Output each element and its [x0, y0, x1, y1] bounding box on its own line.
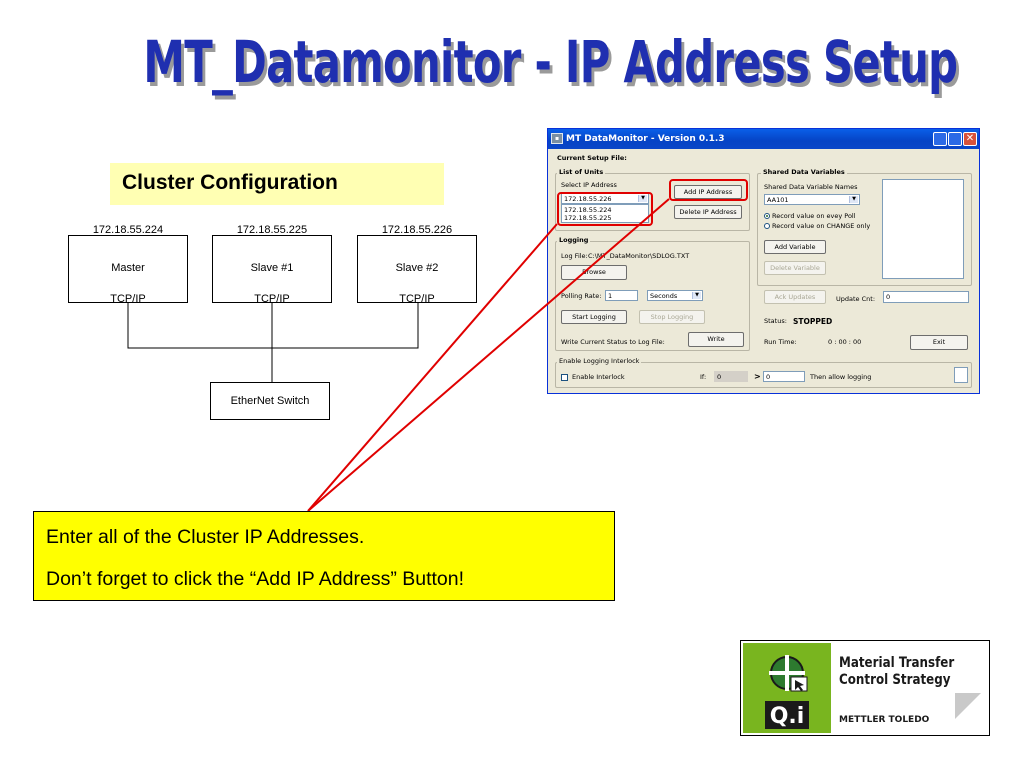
- logo-tagline: Material Transfer Control Strategy: [839, 655, 954, 689]
- unit-box-master: Master TCP/IP: [68, 235, 188, 305]
- unit-name: Master: [111, 262, 145, 274]
- write-status-label: Write Current Status to Log File:: [561, 338, 665, 346]
- polling-rate-input[interactable]: 1: [605, 290, 638, 301]
- list-of-units-legend: List of Units: [557, 168, 606, 176]
- enable-interlock-checkbox[interactable]: Enable Interlock: [561, 373, 625, 381]
- if-label: If:: [700, 373, 707, 381]
- polling-unit-value: Seconds: [650, 292, 678, 300]
- interlock-indicator: [954, 367, 968, 383]
- enable-interlock-label: Enable Interlock: [572, 373, 625, 381]
- stop-logging-button[interactable]: Stop Logging: [639, 310, 705, 324]
- list-of-units-group: [555, 173, 750, 231]
- status-value: STOPPED: [793, 317, 833, 326]
- add-variable-button[interactable]: Add Variable: [764, 240, 826, 254]
- shared-variable-list[interactable]: [882, 179, 964, 279]
- callout-line-1: Enter all of the Cluster IP Addresses.: [46, 526, 365, 548]
- checkbox-icon: [561, 373, 568, 381]
- polling-unit-select[interactable]: Seconds ▼: [647, 290, 703, 301]
- then-allow-logging-text: Then allow logging: [810, 373, 872, 381]
- ethernet-switch-box: EtherNet Switch: [210, 382, 330, 420]
- greater-than-symbol: >: [754, 372, 761, 381]
- dropdown-item[interactable]: 172.18.55.224: [564, 206, 612, 214]
- logo-mark: Q.i: [743, 643, 831, 733]
- unit-protocol: TCP/IP: [399, 293, 435, 305]
- shared-variable-names-label: Shared Data Variable Names: [764, 183, 858, 191]
- shared-variable-combo[interactable]: AA101 ▼: [764, 194, 860, 205]
- unit-ip-master: 172.18.55.224: [92, 224, 164, 236]
- unit-ip-slave-2: 172.18.55.226: [381, 224, 453, 236]
- unit-protocol: TCP/IP: [254, 293, 290, 305]
- unit-name: Slave #1: [250, 262, 294, 274]
- dropdown-item[interactable]: 172.18.55.225: [564, 214, 612, 222]
- current-setup-label: Current Setup File:: [557, 154, 627, 162]
- logo-line-2: Control Strategy: [839, 672, 951, 688]
- start-logging-button[interactable]: Start Logging: [561, 310, 627, 324]
- run-time-value: 0 : 00 : 00: [828, 338, 862, 346]
- delete-ip-address-button[interactable]: Delete IP Address: [674, 205, 742, 219]
- window-title: MT DataMonitor - Version 0.1.3: [566, 134, 725, 144]
- shared-variable-value: AA101: [767, 196, 789, 204]
- status-label: Status:: [764, 317, 787, 325]
- if-value-field: 0: [714, 371, 748, 382]
- update-count-field: 0: [883, 291, 969, 303]
- close-icon[interactable]: ✕: [963, 132, 977, 146]
- unit-ip-slave-1: 172.18.55.225: [236, 224, 308, 236]
- ip-address-combo-value: 172.18.55.226: [564, 195, 612, 203]
- exit-button[interactable]: Exit: [910, 335, 968, 350]
- slide-title: MT_Datamonitor - IP Address Setup: [143, 28, 958, 96]
- ack-updates-button[interactable]: Ack Updates: [764, 290, 826, 304]
- logo-brand: METTLER TOLEDO: [839, 715, 930, 725]
- logging-legend: Logging: [557, 236, 591, 244]
- add-ip-address-button[interactable]: Add IP Address: [674, 185, 742, 199]
- maximize-icon[interactable]: [948, 132, 962, 146]
- interlock-legend: Enable Logging Interlock: [557, 357, 642, 365]
- chevron-down-icon[interactable]: ▼: [692, 292, 701, 299]
- unit-box-slave-1: Slave #1 TCP/IP: [212, 235, 332, 305]
- radio-selected-icon: [764, 213, 770, 219]
- select-ip-label: Select IP Address: [561, 181, 617, 189]
- radio-record-on-change[interactable]: Record value on CHANGE only: [764, 222, 870, 230]
- logging-interlock-group: [555, 362, 972, 388]
- update-count-label: Update Cnt:: [836, 295, 876, 303]
- shared-data-variables-group: [757, 173, 972, 286]
- ip-address-dropdown-list[interactable]: 172.18.55.224 172.18.55.225: [561, 204, 649, 223]
- logo-flag-icon: [955, 693, 981, 719]
- unit-box-slave-2: Slave #2 TCP/IP: [357, 235, 477, 305]
- unit-name: Slave #2: [395, 262, 439, 274]
- callout-line-2: Don’t forget to click the “Add IP Addres…: [46, 568, 465, 590]
- radio-empty-icon: [764, 223, 770, 229]
- shared-data-legend: Shared Data Variables: [761, 168, 847, 176]
- datamonitor-window: ▪ MT DataMonitor - Version 0.1.3 ✕ Curre…: [547, 128, 980, 394]
- chevron-down-icon[interactable]: ▼: [638, 195, 647, 202]
- write-button[interactable]: Write: [688, 332, 744, 347]
- app-icon: ▪: [551, 133, 563, 144]
- logo-mark-text: Q.i: [770, 704, 805, 729]
- threshold-input[interactable]: 0: [763, 371, 805, 382]
- delete-variable-button[interactable]: Delete Variable: [764, 261, 826, 275]
- radio-every-label: Record value on evey Poll: [772, 212, 856, 220]
- polling-rate-label: Polling Rate:: [561, 292, 602, 300]
- log-file-label: Log File:: [561, 252, 588, 260]
- window-titlebar[interactable]: ▪ MT DataMonitor - Version 0.1.3 ✕: [548, 129, 979, 149]
- run-time-label: Run Time:: [764, 338, 797, 346]
- cluster-configuration-banner: Cluster Configuration: [110, 163, 444, 205]
- combo-highlight-ring: [557, 192, 653, 226]
- radio-record-every-poll[interactable]: Record value on evey Poll: [764, 212, 856, 220]
- radio-change-label: Record value on CHANGE only: [772, 222, 871, 230]
- add-button-highlight-ring: [669, 179, 748, 201]
- logo-line-1: Material Transfer: [839, 655, 955, 671]
- log-file-path: C:\MT_DataMonitor\SDLOG.TXT: [588, 252, 690, 260]
- mettler-toledo-logo: Q.i Material Transfer Control Strategy M…: [740, 640, 990, 736]
- chevron-down-icon[interactable]: ▼: [849, 196, 858, 203]
- unit-protocol: TCP/IP: [110, 293, 146, 305]
- instruction-callout: Enter all of the Cluster IP Addresses. D…: [33, 511, 615, 601]
- browse-button[interactable]: Browse: [561, 265, 627, 280]
- minimize-icon[interactable]: [933, 132, 947, 146]
- logo-mark-icon: Q.i: [765, 655, 809, 729]
